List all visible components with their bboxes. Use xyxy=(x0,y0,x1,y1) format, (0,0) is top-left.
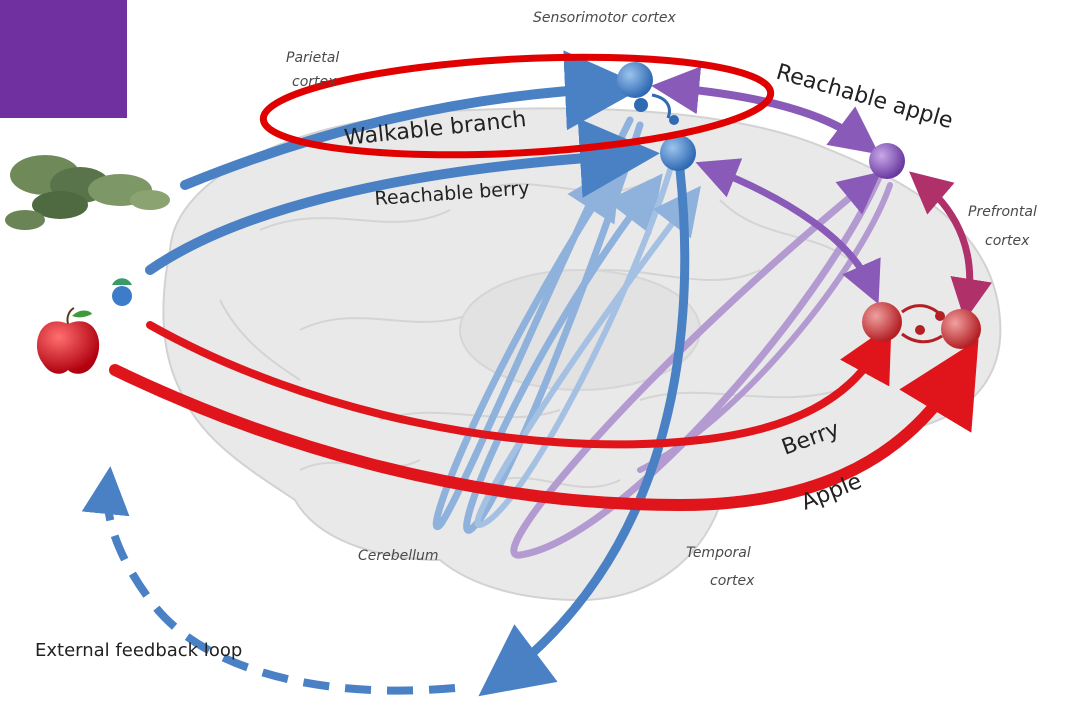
temporal-label-1: Temporal xyxy=(686,545,751,561)
sensorimotor-node-bottom xyxy=(660,135,696,171)
sensorimotor-apple-arrow xyxy=(651,66,880,155)
prefrontal-red-nodes xyxy=(862,302,981,349)
cerebellum-label: Cerebellum xyxy=(358,548,439,564)
prefrontal-label-2: cortex xyxy=(985,233,1030,249)
highlight-ellipse xyxy=(259,53,775,159)
sensorimotor-label: Sensorimotor cortex xyxy=(533,10,676,26)
reachable-apple-label: Reachable apple xyxy=(773,60,955,134)
parietal-label-1: Parietal xyxy=(286,50,339,66)
apple-prefrontal-arrow xyxy=(909,171,992,321)
purple-corner-block xyxy=(0,0,127,118)
temporal-label-2: cortex xyxy=(710,573,755,589)
sensorimotor-node-top xyxy=(617,62,679,125)
branch-leaves-icon xyxy=(5,155,170,230)
cerebellum-loops xyxy=(432,116,701,534)
apple-red-arrow xyxy=(109,339,979,512)
external-feedback-loop-arrow xyxy=(81,466,456,695)
motor-output-arrow xyxy=(478,165,690,697)
berry-red-arrow xyxy=(146,321,892,449)
prefrontal-label-1: Prefrontal xyxy=(968,204,1037,220)
apple-icon xyxy=(37,307,100,374)
berry-node-prefrontal-arrow xyxy=(695,158,881,305)
branch-input-arrow xyxy=(180,50,645,190)
berry-icon xyxy=(112,278,132,306)
external-feedback-label: External feedback loop xyxy=(35,640,242,661)
berry-input-arrow xyxy=(145,118,660,275)
parietal-label-2: cortex xyxy=(292,74,337,90)
reachable-apple-node xyxy=(869,143,905,179)
